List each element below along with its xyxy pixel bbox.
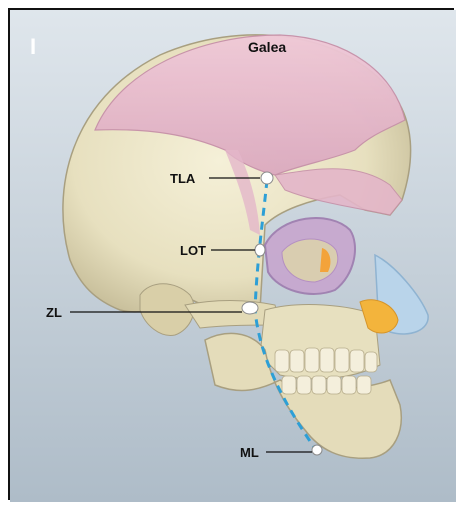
ml-marker — [312, 445, 322, 455]
label-galea: Galea — [248, 39, 286, 55]
label-tla: TLA — [170, 171, 196, 186]
label-ml: ML — [240, 445, 259, 460]
tla-marker — [261, 172, 273, 184]
panel-letter: I — [30, 34, 36, 59]
lot-marker — [255, 244, 265, 256]
zl-marker — [242, 302, 258, 314]
skull-diagram: I Galea TLA LOT ZL ML — [10, 10, 456, 502]
figure-frame: I Galea TLA LOT ZL ML — [8, 8, 454, 500]
label-lot: LOT — [180, 243, 206, 258]
label-zl: ZL — [46, 305, 62, 320]
